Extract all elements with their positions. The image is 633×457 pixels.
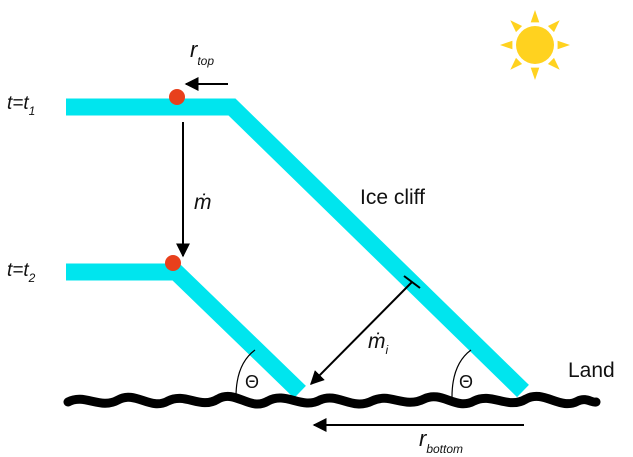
sun-ray [510,57,523,70]
sun-icon [500,10,570,80]
land-surface [63,391,601,409]
sun-ray [557,40,570,50]
time-label-t1: t=t1 [7,93,35,118]
sun-ray [510,20,523,33]
sun-ray [547,20,560,33]
r-top-label: rtop [190,37,214,68]
red-dot-marker-t2 [165,255,181,271]
red-dot-marker-t1 [169,89,185,105]
ice-profile-t2 [66,263,306,399]
angle-arc-right [451,349,472,398]
angle-arc-left [235,349,256,398]
sun-ray [530,67,540,80]
mdot-i-arrow [310,281,413,385]
theta-right-label: Θ [459,372,473,392]
time-label-t2: t=t2 [7,260,36,285]
r-bottom-label: rbottom [419,426,463,456]
land-label: Land [568,359,615,382]
sun-ray [500,40,513,50]
ice-profile-t1 [66,98,529,398]
sun-ray [547,57,560,70]
mdot-label: ṁ [194,191,212,214]
sun-ray [530,10,540,23]
mdot-i-label: ṁi [368,330,389,357]
theta-left-label: Θ [245,372,259,392]
ice-cliff-label: Ice cliff [360,186,425,209]
